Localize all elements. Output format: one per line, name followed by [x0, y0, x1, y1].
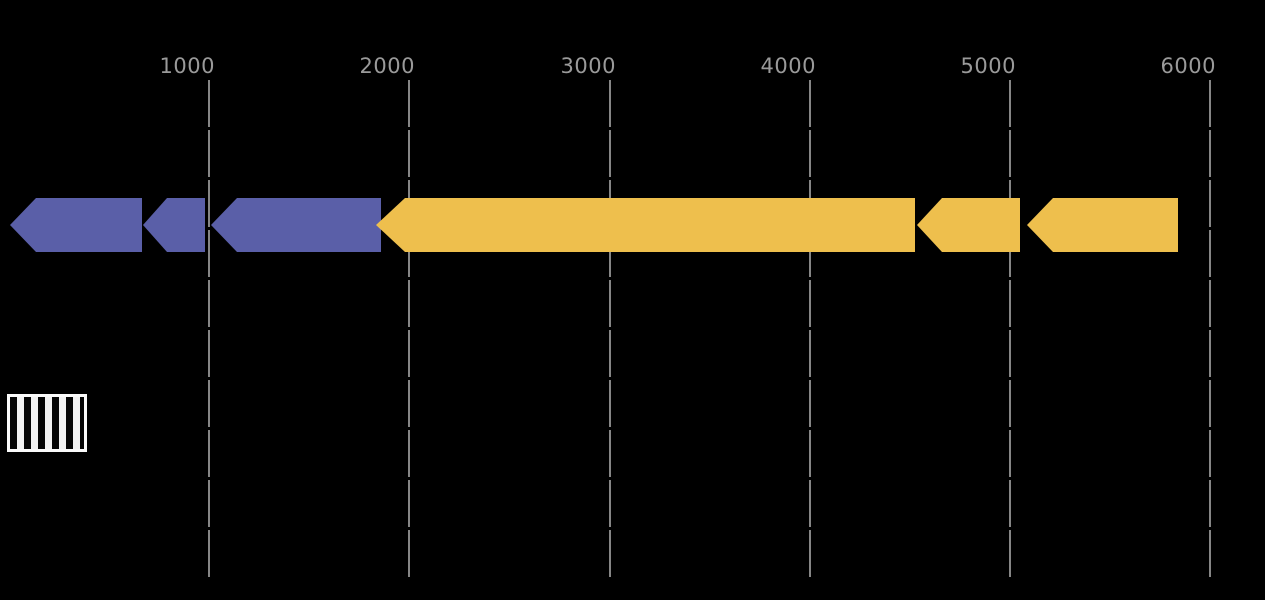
- axis-gridline: [208, 80, 210, 579]
- gene-3-arrow: [211, 198, 381, 252]
- gene-5-arrow: [917, 198, 1020, 252]
- axis-tick-label: 5000: [960, 54, 1016, 78]
- gene-2-arrow: [143, 198, 205, 252]
- gene-1-arrow: [10, 198, 142, 252]
- gene-4-arrow: [376, 198, 915, 252]
- axis-tick-label: 1000: [159, 54, 215, 78]
- axis-gridline: [809, 80, 811, 579]
- axis-tick-label: 3000: [560, 54, 616, 78]
- axis-gridline: [609, 80, 611, 579]
- striped-pattern-box: [7, 394, 87, 452]
- axis-tick-label: 6000: [1160, 54, 1216, 78]
- axis-tick-label: 4000: [760, 54, 816, 78]
- axis-gridline: [1009, 80, 1011, 579]
- gene-6-arrow: [1027, 198, 1178, 252]
- axis-gridline: [1209, 80, 1211, 579]
- axis-tick-label: 2000: [359, 54, 415, 78]
- axis-gridline: [408, 80, 410, 579]
